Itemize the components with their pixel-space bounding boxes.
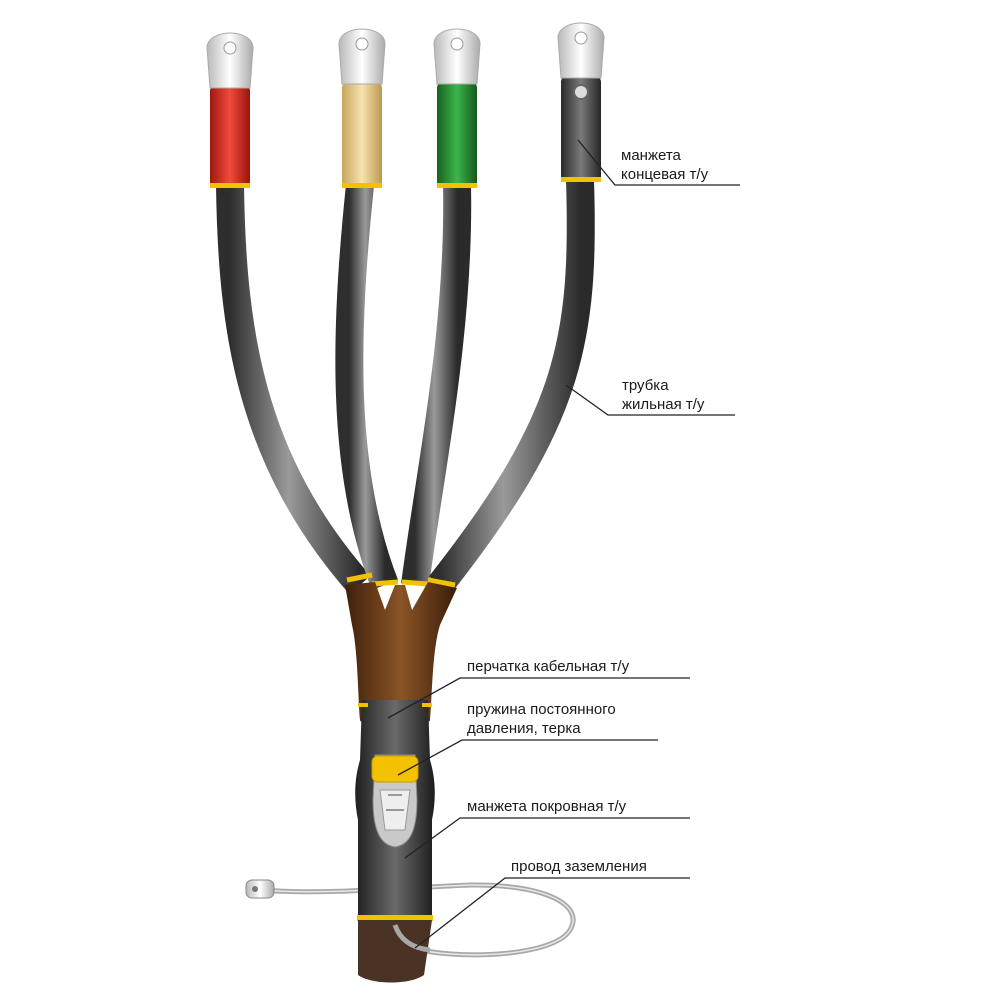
core-tube-1 xyxy=(216,184,371,595)
end-cap-gray xyxy=(561,73,601,182)
cable-lug-icon xyxy=(206,32,254,89)
label-cover-sleeve-line1: манжета покровная т/у xyxy=(467,798,627,815)
label-core-tube-line2: жильная т/у xyxy=(622,396,705,413)
cover-sleeve xyxy=(355,700,435,983)
core-tube-3 xyxy=(401,184,472,587)
label-end-cap-line1: манжета xyxy=(621,147,681,164)
cable-lug-icon xyxy=(338,28,386,85)
label-glove: перчатка кабельная т/у xyxy=(467,657,629,676)
label-core-tube-line1: трубка xyxy=(622,377,669,394)
label-glove-line1: перчатка кабельная т/у xyxy=(467,658,630,675)
core-tubes xyxy=(216,179,595,595)
label-spring: пружина постоянного давления, терка xyxy=(467,700,616,738)
end-cap-green xyxy=(437,80,477,188)
leader-cover-sleeve xyxy=(404,817,690,859)
label-ground-wire: провод заземления xyxy=(511,857,647,876)
label-spring-line2: давления, терка xyxy=(467,720,581,737)
label-end-cap-line2: концевая т/у xyxy=(621,166,709,183)
leader-ground-wire xyxy=(414,877,690,949)
cable-lug-icon xyxy=(557,22,605,79)
leader-lines xyxy=(387,139,740,949)
core-tube-4 xyxy=(429,179,595,594)
end-cap-red xyxy=(210,84,250,188)
label-spring-line1: пружина постоянного xyxy=(467,701,616,718)
end-cap-yellow xyxy=(342,80,382,188)
leader-spring xyxy=(397,739,658,776)
label-ground-wire-line1: провод заземления xyxy=(511,858,647,875)
label-end-cap: манжета концевая т/у xyxy=(621,146,708,184)
label-cover-sleeve: манжета покровная т/у xyxy=(467,797,626,816)
leader-core-tube xyxy=(565,384,735,416)
core-tube-2 xyxy=(335,183,399,591)
ground-lug-icon xyxy=(245,879,275,899)
label-core-tube: трубка жильная т/у xyxy=(622,376,704,414)
cable-lug-icon xyxy=(433,28,481,85)
leader-glove xyxy=(387,677,690,719)
leader-end-cap xyxy=(577,139,740,186)
